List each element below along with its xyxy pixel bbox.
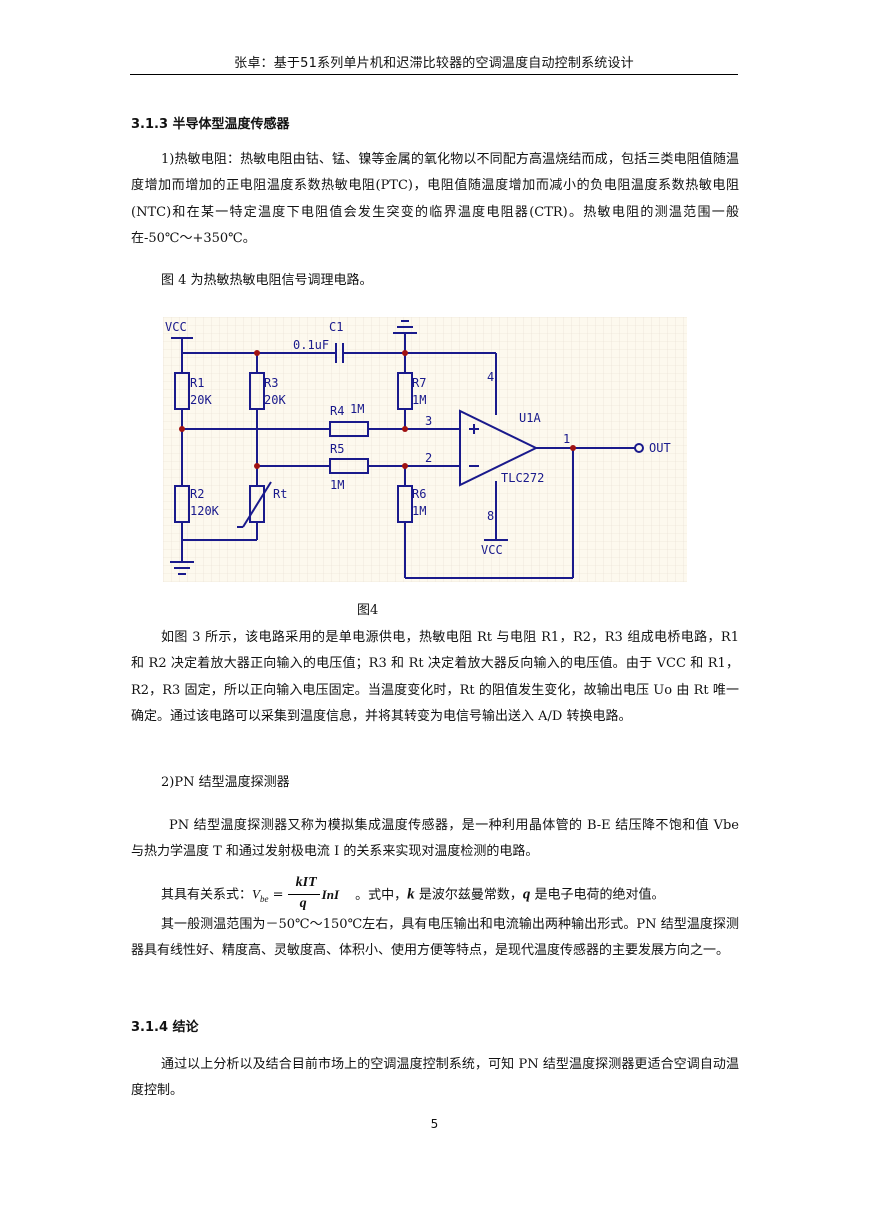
running-header: 张卓：基于51系列单片机和迟滞比较器的空调温度自动控制系统设计 — [234, 56, 634, 71]
header-rule — [130, 74, 738, 75]
label-r7: R7 — [412, 376, 426, 390]
label-pin1: 1 — [563, 432, 570, 446]
label-r4-value: 1M — [350, 402, 364, 416]
label-r6-value: 1M — [412, 504, 426, 518]
label-c1-value: 0.1uF — [293, 338, 329, 352]
label-rt: Rt — [273, 487, 287, 501]
formula-lhs-sub: be — [259, 894, 269, 905]
label-r2-value: 120K — [190, 504, 220, 518]
paragraph-pn-range: 其一般测温范围为－50℃～150℃左右，具有电压输出和电流输出两种输出形式。PN… — [131, 917, 739, 959]
formula-text-1: 。式中， — [355, 887, 408, 903]
figure-caption: 图4 — [357, 603, 379, 618]
label-pin2: 2 — [425, 451, 432, 465]
formula-text-3: 是电子电荷的绝对值。 — [534, 887, 665, 903]
label-r1: R1 — [190, 376, 204, 390]
label-r1-value: 20K — [190, 393, 212, 407]
formula-numerator: kIT — [295, 875, 317, 890]
label-out: OUT — [649, 441, 671, 455]
circuit-diagram: VCC C1 0.1uF R1 20K R3 20K R7 1M R4 1M R… — [163, 317, 687, 582]
formula-line: 其具有关系式：Vbe = kIT q InI 。式中，k 是波尔兹曼常数，q 是… — [161, 875, 664, 915]
formula-lhs: V — [252, 886, 260, 902]
label-r3: R3 — [264, 376, 278, 390]
paragraph-thermistor: 1)热敏电阻：热敏电阻由钴、锰、镍等金属的氧化物以不同配方高温烧结而成，包括三类… — [131, 152, 739, 247]
label-pin8: 8 — [487, 509, 494, 523]
label-vcc-bottom: VCC — [481, 543, 503, 557]
label-r5-value: 1M — [330, 478, 344, 492]
paragraph-pn-heading: 2)PN 结型温度探测器 — [161, 775, 290, 790]
label-pin3: 3 — [425, 414, 432, 428]
label-pin4: 4 — [487, 370, 494, 384]
fraction-bar — [287, 894, 320, 895]
label-r3-value: 20K — [264, 393, 286, 407]
formula-prefix: 其具有关系式： — [161, 887, 253, 903]
label-r6: R6 — [412, 487, 426, 501]
section-heading-3-1-4: 3.1.4 结论 — [131, 1020, 199, 1035]
formula-denominator: q — [299, 896, 307, 911]
formula-k: k — [407, 886, 415, 903]
formula-fraction: kIT q — [287, 875, 334, 915]
label-c1: C1 — [329, 320, 343, 334]
label-r7-value: 1M — [412, 393, 426, 407]
label-r4: R4 — [330, 404, 344, 418]
formula-text-2: 是波尔兹曼常数， — [418, 887, 523, 903]
formula-q: q — [522, 886, 531, 903]
label-u1a: U1A — [519, 411, 541, 425]
paragraph-figure-intro: 图 4 为热敏热敏电阻信号调理电路。 — [161, 273, 373, 288]
paragraph-pn-description: PN 结型温度探测器又称为模拟集成温度传感器，是一种利用晶体管的 B-E 结压降… — [131, 818, 739, 860]
label-tlc272: TLC272 — [501, 471, 544, 485]
page-number: 5 — [430, 1117, 439, 1131]
label-r2: R2 — [190, 487, 204, 501]
paragraph-conclusion: 通过以上分析以及结合目前市场上的空调温度控制系统，可知 PN 结型温度探测器更适… — [131, 1057, 739, 1099]
junction-dots — [179, 350, 576, 469]
label-vcc-top: VCC — [165, 320, 187, 334]
paragraph-circuit-description: 如图 3 所示，该电路采用的是单电源供电，热敏电阻 Rt 与电阻 R1，R2，R… — [131, 630, 739, 725]
formula-eq: = — [272, 887, 284, 903]
label-r5: R5 — [330, 442, 344, 456]
formula-tail: InI — [321, 886, 340, 902]
section-heading-3-1-3: 3.1.3 半导体型温度传感器 — [131, 117, 290, 132]
